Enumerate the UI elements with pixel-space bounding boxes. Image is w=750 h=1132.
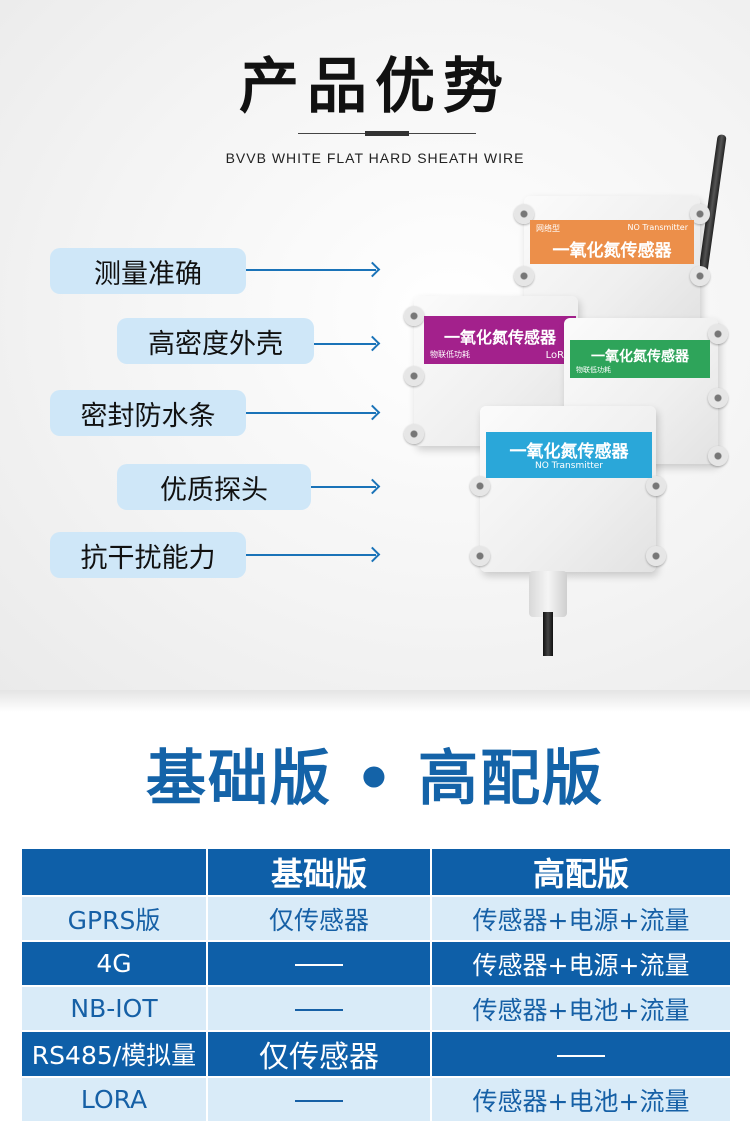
page-title: 产品优势 bbox=[239, 52, 511, 122]
section-divider-shadow bbox=[0, 690, 750, 712]
table-cell-version: LORA bbox=[20, 1076, 208, 1123]
table-cell-version: 4G bbox=[20, 940, 208, 987]
arrow-icon bbox=[246, 412, 376, 414]
feature-pill-probe: 优质探头 bbox=[117, 464, 311, 510]
version-comparison-table: 基础版 高配版 GPRS版 仅传感器 传感器+电源+流量 4G 传感器+电源+流… bbox=[20, 847, 732, 1123]
table-row: RS485/模拟量 仅传感器 bbox=[20, 1030, 732, 1078]
mount-hole-icon bbox=[690, 204, 710, 224]
mount-hole-icon bbox=[690, 266, 710, 286]
label-model: NO Transmitter bbox=[627, 223, 688, 232]
arrow-icon bbox=[311, 486, 376, 488]
table-cell-basic bbox=[206, 985, 432, 1032]
table-cell-basic: 仅传感器 bbox=[206, 895, 432, 942]
table-cell-premium: 传感器+电源+流量 bbox=[430, 895, 732, 942]
mount-hole-icon bbox=[708, 446, 728, 466]
versions-title: 基础版 • 高配版 bbox=[145, 744, 605, 814]
table-cell-basic: 仅传感器 bbox=[206, 1030, 432, 1078]
label-title: 一氧化氮传感器 bbox=[552, 241, 672, 261]
dash-mark bbox=[557, 1054, 605, 1057]
table-cell-premium: 传感器+电池+流量 bbox=[430, 985, 732, 1032]
table-row: 4G 传感器+电源+流量 bbox=[20, 940, 732, 987]
table-cell-basic bbox=[206, 940, 432, 987]
mount-hole-icon bbox=[404, 306, 424, 326]
mount-hole-icon bbox=[514, 204, 534, 224]
arrow-icon bbox=[314, 343, 376, 345]
mount-hole-icon bbox=[470, 546, 490, 566]
table-header-basic: 基础版 bbox=[206, 847, 432, 897]
dash-mark bbox=[295, 1009, 343, 1011]
feature-pill-waterproof: 密封防水条 bbox=[50, 390, 246, 436]
device-blue: 一氧化氮传感器 NO Transmitter bbox=[470, 406, 666, 572]
cable-gland bbox=[529, 571, 567, 617]
device-label-magenta: 一氧化氮传感器 物联低功耗 LoRa bbox=[424, 316, 576, 364]
mount-hole-icon bbox=[514, 266, 534, 286]
device-label-blue: 一氧化氮传感器 NO Transmitter bbox=[486, 432, 652, 478]
table-header-cell bbox=[20, 847, 208, 897]
mount-hole-icon bbox=[646, 546, 666, 566]
table-cell-basic bbox=[206, 1076, 432, 1123]
table-cell-version: GPRS版 bbox=[20, 895, 208, 942]
label-note: 物联低功耗 bbox=[430, 350, 470, 359]
label-model: NO Transmitter bbox=[534, 461, 604, 471]
feature-pill-accuracy: 测量准确 bbox=[50, 248, 246, 294]
table-row: NB-IOT 传感器+电池+流量 bbox=[20, 985, 732, 1032]
table-header-premium: 高配版 bbox=[430, 847, 732, 897]
table-cell-premium: 传感器+电源+流量 bbox=[430, 940, 732, 987]
feature-pill-anti-interference: 抗干扰能力 bbox=[50, 532, 246, 578]
label-note: 物联低功耗 bbox=[576, 366, 611, 374]
mount-hole-icon bbox=[708, 324, 728, 344]
table-cell-premium: 传感器+电池+流量 bbox=[430, 1076, 732, 1123]
mount-hole-icon bbox=[708, 388, 728, 408]
mount-hole-icon bbox=[646, 476, 666, 496]
label-protocol: LoRa bbox=[545, 350, 570, 361]
mount-hole-icon bbox=[404, 424, 424, 444]
table-cell-premium bbox=[430, 1030, 732, 1078]
table-cell-version: NB-IOT bbox=[20, 985, 208, 1032]
page-subtitle: BVVB WHITE FLAT HARD SHEATH WIRE bbox=[225, 150, 525, 166]
dash-mark bbox=[295, 1100, 343, 1102]
arrow-icon bbox=[246, 269, 376, 271]
label-type: 网络型 bbox=[536, 224, 560, 233]
arrow-icon bbox=[246, 554, 376, 556]
table-header-row: 基础版 高配版 bbox=[20, 847, 732, 897]
table-cell-version: RS485/模拟量 bbox=[20, 1030, 208, 1078]
dash-mark bbox=[295, 964, 343, 966]
table-row: GPRS版 仅传感器 传感器+电源+流量 bbox=[20, 895, 732, 942]
title-underline-accent bbox=[365, 131, 409, 136]
label-title: 一氧化氮传感器 bbox=[509, 442, 629, 462]
table-row: LORA 传感器+电池+流量 bbox=[20, 1076, 732, 1123]
label-title: 一氧化氮传感器 bbox=[443, 328, 556, 347]
label-title: 一氧化氮传感器 bbox=[591, 349, 689, 365]
feature-pill-housing: 高密度外壳 bbox=[117, 318, 314, 364]
mount-hole-icon bbox=[404, 366, 424, 386]
device-label-orange: 网络型 NO Transmitter 一氧化氮传感器 bbox=[530, 220, 694, 264]
mount-hole-icon bbox=[470, 476, 490, 496]
device-label-green: 一氧化氮传感器 物联低功耗 bbox=[570, 340, 710, 378]
sensor-cable bbox=[543, 612, 553, 656]
